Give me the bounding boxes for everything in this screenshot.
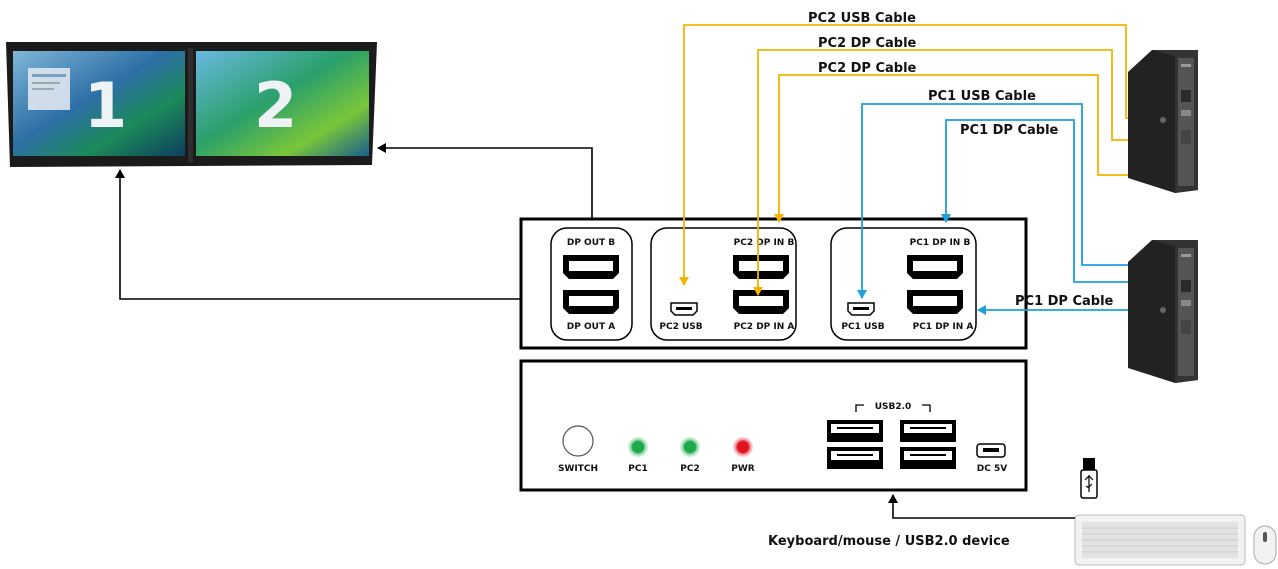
peripheral-cable bbox=[888, 494, 1075, 519]
kvm-front-panel: SWITCH PC1 PC2 PWR USB2.0 DC 5V bbox=[519, 359, 1028, 492]
pc2-dp-in-b-port bbox=[733, 255, 789, 279]
pc2-dp-cable-label-1: PC2 DP Cable bbox=[818, 36, 917, 51]
pc2-dp-cable-label-2: PC2 DP Cable bbox=[818, 61, 917, 76]
usb20-label: USB2.0 bbox=[875, 402, 912, 412]
pc1-dp-in-b-port bbox=[907, 255, 963, 279]
pwr-led bbox=[733, 437, 753, 457]
kvm-rear-panel: DP OUT B DP OUT A PC2 DP IN B PC2 DP IN … bbox=[519, 217, 1028, 350]
pc1-usb-cable-label-text: PC1 USB Cable bbox=[928, 89, 1036, 104]
pc2-tower bbox=[1128, 50, 1198, 193]
dp-out-a-label: DP OUT A bbox=[567, 322, 615, 332]
pc1-usb-label: PC1 USB bbox=[841, 322, 884, 332]
pc2-dp-in-a-label: PC2 DP IN A bbox=[734, 322, 795, 332]
usb-port-4 bbox=[900, 447, 956, 469]
pc2-led-label: PC2 bbox=[680, 464, 699, 474]
pc2-led bbox=[680, 437, 700, 457]
dc-5v-port bbox=[976, 443, 1006, 458]
dual-monitor: 1 2 bbox=[6, 42, 377, 167]
peripherals-label: Keyboard/mouse / USB2.0 device bbox=[768, 534, 1010, 549]
dp-out-b-label: DP OUT B bbox=[567, 238, 615, 248]
pc1-tower bbox=[1128, 240, 1198, 383]
pc1-mini-usb-port bbox=[847, 302, 875, 316]
dp-out-cables bbox=[115, 143, 593, 300]
pc1-dp-cable-label-2: PC1 DP Cable bbox=[1015, 294, 1114, 309]
usb-port-3 bbox=[900, 420, 956, 442]
pc2-dp-in-a-port bbox=[733, 290, 789, 314]
pc1-cables bbox=[857, 103, 1132, 315]
dc-5v-label: DC 5V bbox=[977, 464, 1007, 474]
pc1-dp-in-b-label: PC1 DP IN B bbox=[910, 238, 971, 248]
pc1-led bbox=[628, 437, 648, 457]
pc1-dp-in-a-port bbox=[907, 290, 963, 314]
usb-port-2 bbox=[827, 447, 883, 469]
usb-flash-drive-icon bbox=[1080, 458, 1098, 499]
pc2-usb-cable-label: PC2 USB Cable bbox=[808, 11, 916, 26]
dp-out-b-port bbox=[563, 255, 619, 279]
switch-label: SWITCH bbox=[558, 464, 598, 474]
usb20-bracket bbox=[855, 404, 931, 412]
dp-out-a-port bbox=[563, 290, 619, 314]
mouse-icon bbox=[1253, 525, 1277, 565]
monitor-number-1: 1 bbox=[84, 69, 127, 142]
usb-port-1 bbox=[827, 420, 883, 442]
pc2-dp-in-b-label: PC2 DP IN B bbox=[734, 238, 795, 248]
switch-button[interactable] bbox=[562, 425, 594, 457]
pc1-led-label: PC1 bbox=[628, 464, 647, 474]
pc2-usb-label: PC2 USB bbox=[659, 322, 702, 332]
pc1-dp-cable-label-1: PC1 DP Cable bbox=[960, 123, 1059, 138]
pc1-dp-in-a-label: PC1 DP IN A bbox=[913, 322, 974, 332]
keyboard-icon bbox=[1074, 514, 1246, 566]
pwr-led-label: PWR bbox=[731, 464, 755, 474]
monitor-screen-2 bbox=[196, 51, 369, 156]
pc2-mini-usb-port bbox=[670, 302, 698, 316]
monitor-number-2: 2 bbox=[254, 69, 297, 142]
